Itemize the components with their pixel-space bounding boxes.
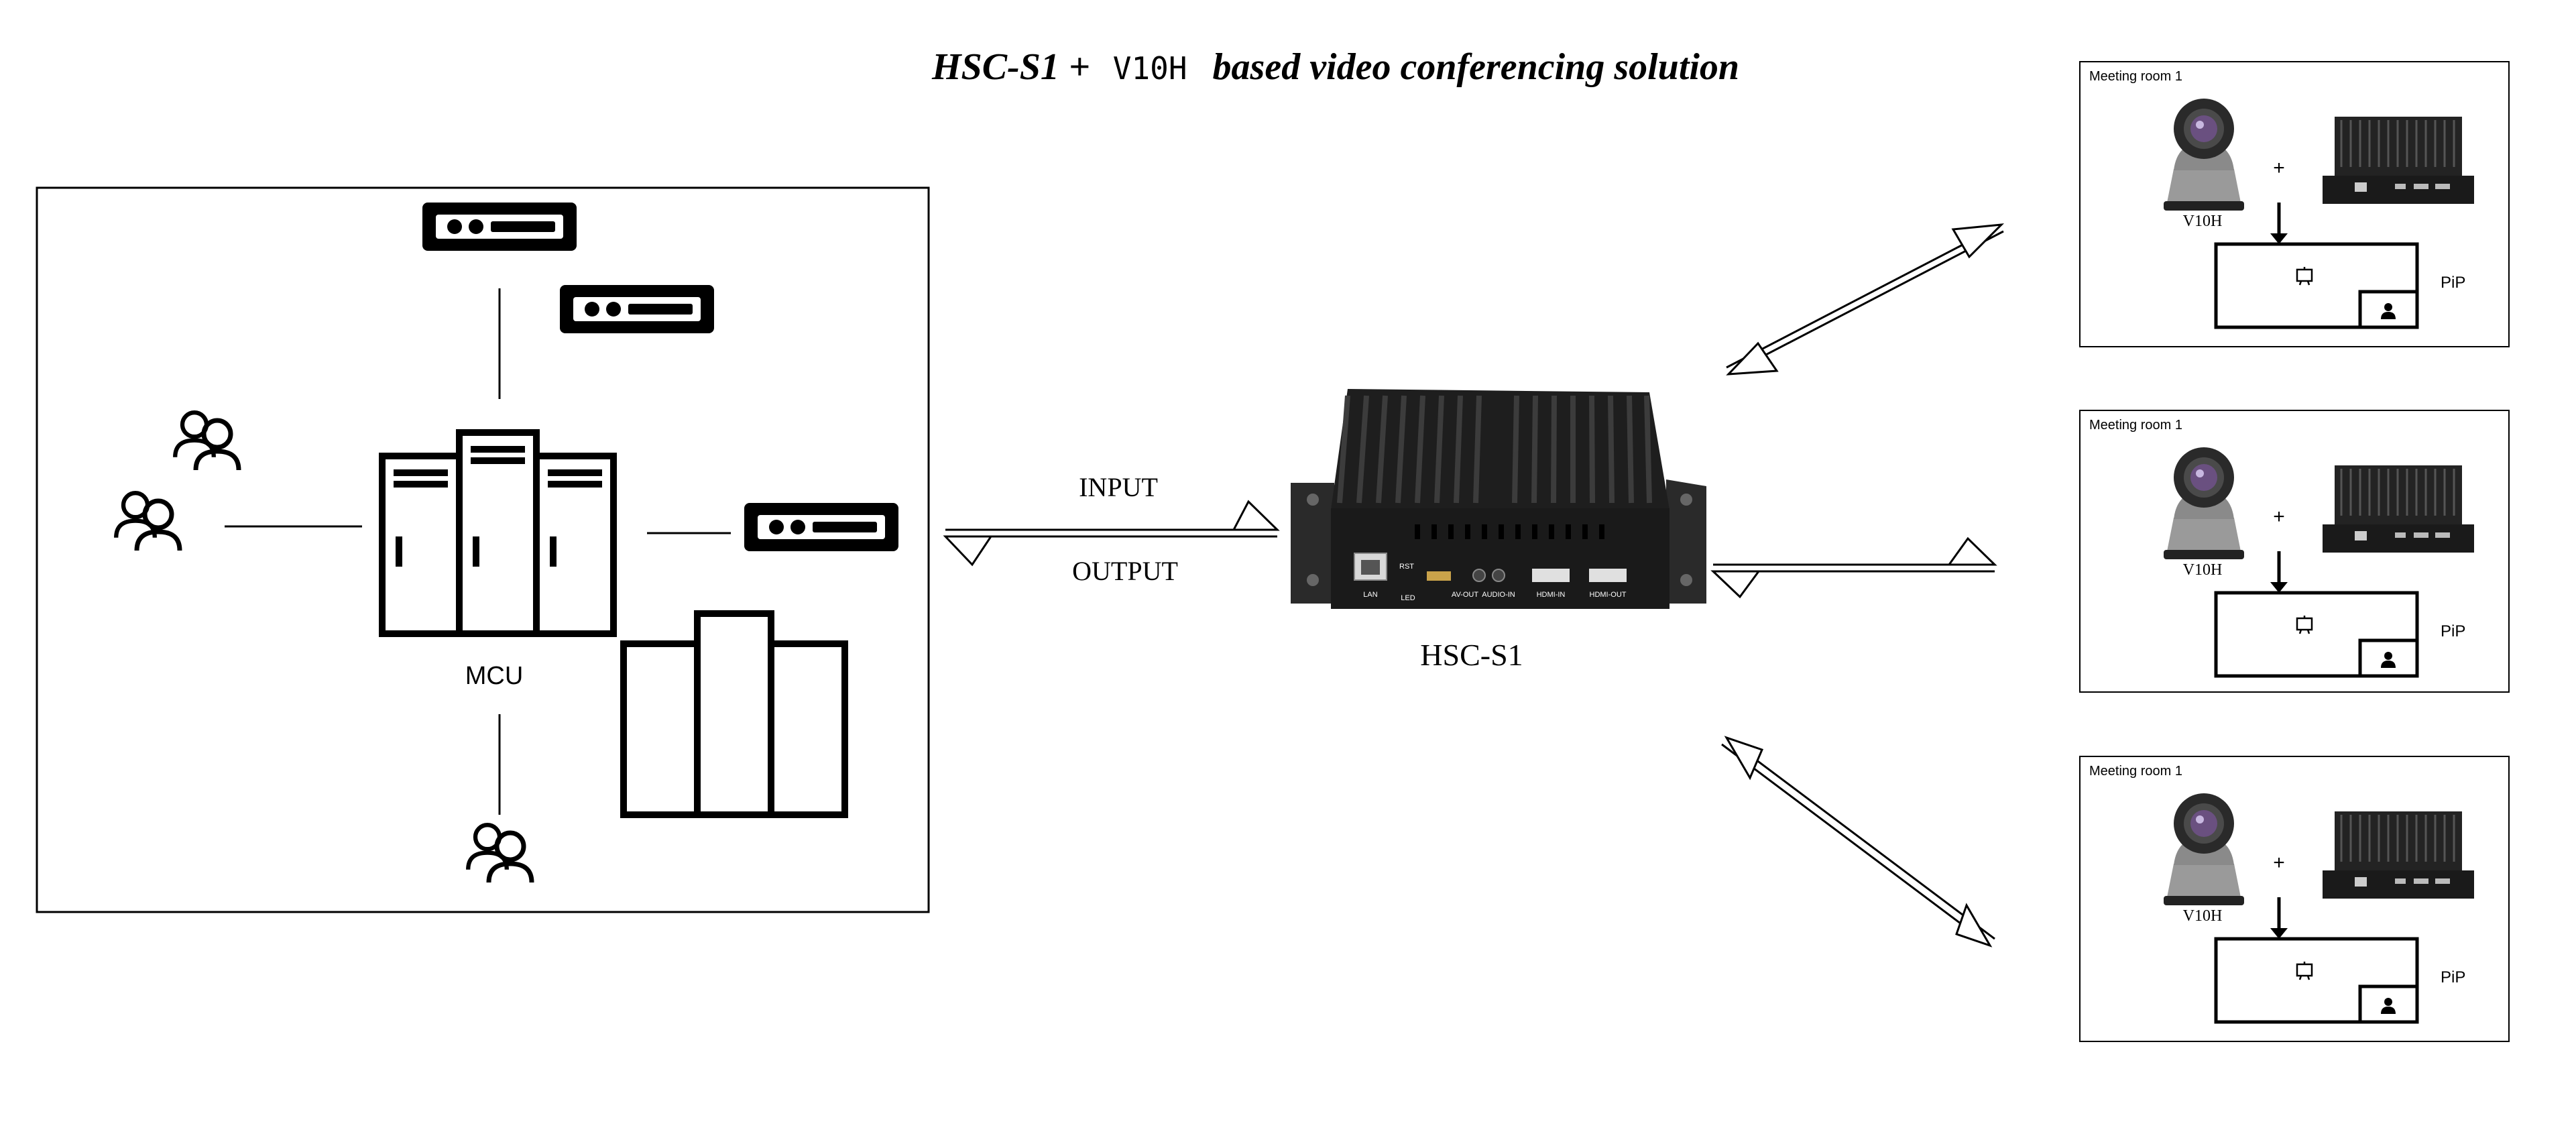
input-arrowhead: [1232, 500, 1280, 531]
device-name-label: HSC-S1: [1420, 638, 1523, 672]
plus-sign: +: [2273, 157, 2285, 179]
mcu-server-icon: [379, 429, 617, 637]
camera-label: V10H: [2183, 213, 2223, 230]
server-icon-right: [744, 503, 898, 551]
av-out-port: [1427, 571, 1451, 581]
camera-label: V10H: [2183, 561, 2223, 579]
user-group-icon-upper: [175, 412, 239, 470]
down-arrow-icon: [2270, 203, 2288, 244]
presentation-icon: [2296, 267, 2313, 286]
title-part-3: based video conferencing solution: [1213, 46, 1740, 88]
port-label-rst: RST: [1399, 563, 1414, 571]
server-icon-top-right: [560, 285, 714, 333]
meeting-room-title: Meeting room 1: [2089, 764, 2182, 779]
meeting-room-title: Meeting room 1: [2089, 69, 2182, 84]
plus-sign: +: [2273, 852, 2285, 874]
title-part-1: HSC-S1 +: [931, 46, 1090, 88]
page-title: HSC-S1 + V10H based video conferencing s…: [931, 46, 1739, 88]
hsc-s1-thumbnail: [2321, 464, 2475, 554]
down-arrow-icon: [2270, 551, 2288, 593]
mcu-label: MCU: [465, 662, 524, 690]
hdmi-in-port: [1532, 569, 1570, 582]
meeting-room-1: Meeting room 1 V10H + PiP: [2079, 61, 2510, 347]
hsc-s1-device: LAN RST LED AV-OUT AUDIO-IN HDMI-IN HDMI…: [1291, 389, 1706, 672]
server-icon-top: [422, 203, 577, 251]
title-part-2: V10H: [1113, 50, 1187, 87]
input-label: INPUT: [1079, 472, 1158, 502]
meeting-room-3: Meeting room 1 V10H + PiP: [2079, 756, 2510, 1042]
output-label: OUTPUT: [1072, 556, 1178, 586]
meeting-room-2: Meeting room 1 V10H + PiP: [2079, 410, 2510, 693]
pip-label: PiP: [2441, 968, 2465, 986]
port-label-hdmi-out: HDMI-OUT: [1590, 591, 1627, 599]
meeting-room-title: Meeting room 1: [2089, 418, 2182, 433]
port-label-lan: LAN: [1363, 591, 1377, 599]
hsc-s1-thumbnail: [2321, 115, 2475, 205]
link-room-3: [1721, 736, 1995, 948]
pip-label: PiP: [2441, 274, 2465, 292]
link-room-2: [1710, 536, 1997, 599]
camera-label: V10H: [2183, 907, 2223, 925]
port-label-audio-in: AUDIO-IN: [1482, 591, 1515, 599]
pip-label: PiP: [2441, 622, 2465, 640]
port-label-hdmi-in: HDMI-IN: [1537, 591, 1566, 599]
down-arrow-icon: [2270, 897, 2288, 939]
user-group-icon-bottom: [468, 825, 532, 882]
presentation-icon: [2296, 616, 2313, 634]
building-icon: [620, 610, 848, 818]
hsc-s1-thumbnail: [2321, 810, 2475, 900]
presentation-icon: [2296, 962, 2313, 980]
output-arrowhead: [943, 535, 993, 567]
hdmi-out-port: [1589, 569, 1627, 582]
audio-in-jack: [1472, 569, 1486, 582]
port-label-av-out: AV-OUT: [1452, 591, 1478, 599]
mcu-panel-frame: [36, 186, 930, 913]
link-room-1: [1726, 223, 2005, 376]
port-label-led: LED: [1401, 594, 1415, 602]
plus-sign: +: [2273, 506, 2285, 528]
mcu-panel: MCU: [36, 186, 930, 913]
user-group-icon-left: [116, 493, 180, 551]
input-output-link: INPUT OUTPUT: [943, 472, 1280, 586]
